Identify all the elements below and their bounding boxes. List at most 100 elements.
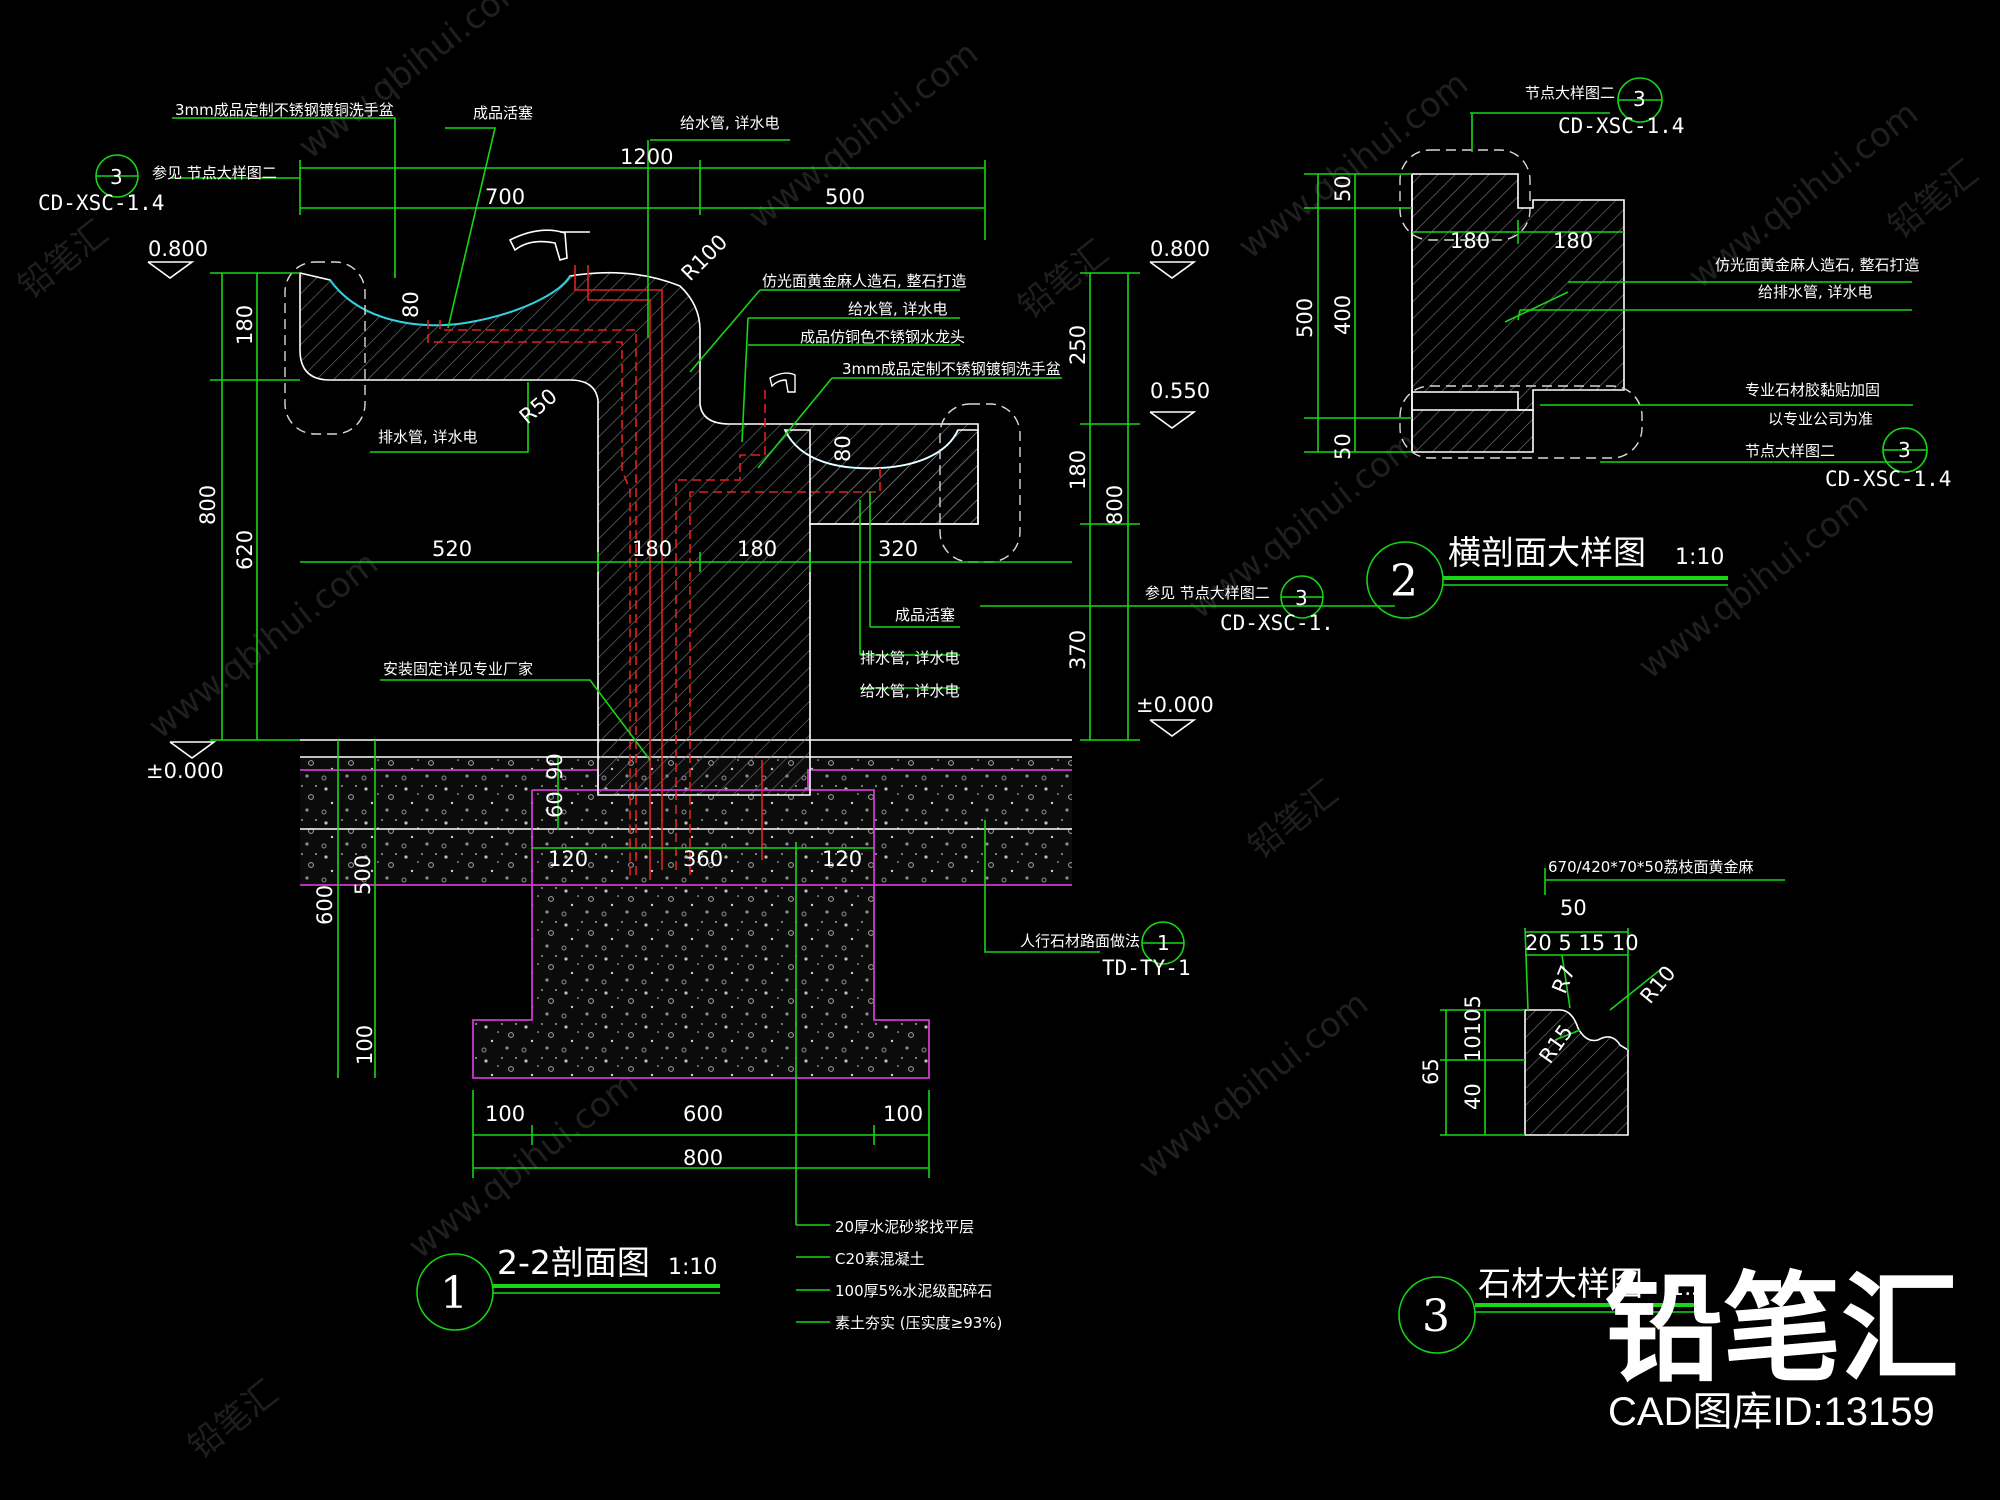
dim-f120a: 120	[548, 847, 588, 871]
pipe-supply-small	[675, 390, 766, 870]
dim-f120b: 120	[822, 847, 862, 871]
dim-f360: 360	[683, 847, 723, 871]
label-ref-code-1: CD-XSC-1.4	[38, 191, 164, 215]
label-plug-top: 成品活塞	[473, 104, 533, 122]
label-basin-small: 3mm成品定制不锈钢镀铜洗手盆	[842, 360, 1061, 378]
label-ref-prefix: 参见 节点大样图二	[152, 164, 277, 182]
dim-left-180: 180	[233, 305, 257, 345]
ref-num-1: 3	[110, 165, 123, 189]
dim-sd-parts: 20 5 15 10	[1525, 931, 1639, 955]
watermark-layer: www.qbihui.com www.qbihui.com www.qbihui…	[11, 0, 1986, 1467]
dim-sd-r7: R7	[1547, 962, 1580, 997]
section-1-scale: 1:10	[668, 1255, 717, 1280]
pipe-supply-big	[587, 265, 651, 880]
dim-cs-180b: 180	[1553, 229, 1593, 253]
watermark-brand-2: 铅笔汇	[1011, 233, 1116, 327]
watermark-url-5: www.qbihui.com	[141, 543, 386, 747]
dim-left-800: 800	[196, 485, 220, 525]
node-top-num: 3	[1633, 87, 1646, 111]
level-top-left: 0.800	[148, 237, 208, 261]
label-supply-top: 给水管, 详水电	[680, 114, 780, 132]
label-stone-main: 仿光面黄金麻人造石, 整石打造	[762, 272, 967, 290]
dim-mid-180b: 180	[737, 537, 777, 561]
dim-b100a: 100	[485, 1102, 525, 1126]
watermark-brand-5: 铅笔汇	[181, 1373, 286, 1467]
pipe-drain-big	[427, 320, 631, 880]
stone-curb-profile	[1524, 1009, 1629, 1136]
dim-cs-50a: 50	[1331, 175, 1355, 202]
dim-mid-320: 320	[878, 537, 918, 561]
dim-bowl-big: 80	[399, 291, 423, 318]
dim-mid-180a: 180	[632, 537, 672, 561]
dim-cs-400: 400	[1331, 295, 1355, 335]
node-outline-top	[1399, 149, 1531, 241]
stone-spec: 670/420*70*50荔枝面黄金麻	[1548, 858, 1754, 876]
section-2-scale: 1:10	[1675, 545, 1724, 570]
dim-right-180: 180	[1066, 450, 1090, 490]
node-bot-num: 3	[1898, 438, 1911, 462]
label-paving-code: TD-TY-1	[1102, 956, 1191, 980]
section-1-leaders	[170, 117, 1395, 1323]
dim-left-620: 620	[233, 530, 257, 570]
label-drain-left: 排水管, 详水电	[378, 428, 478, 446]
label-plug-low: 成品活塞	[895, 606, 955, 624]
label-faucet: 成品仿铜色不锈钢水龙头	[800, 328, 965, 346]
brand-logo: 铅笔汇 CAD图库ID:13159	[1605, 1260, 1959, 1434]
layer-3: 100厚5%水泥级配碎石	[835, 1282, 992, 1300]
section-1-circle	[416, 1253, 494, 1331]
label-supply-low: 给水管, 详水电	[860, 682, 960, 700]
pipe-drain-big-2	[439, 320, 637, 880]
section-3-circle	[1398, 1276, 1476, 1354]
dim-mid-520: 520	[432, 537, 472, 561]
faucet-big	[508, 229, 568, 261]
pipe-drain-small	[689, 468, 881, 880]
footing-base	[473, 1020, 929, 1078]
label-cross-pipes: 给排水管, 详水电	[1758, 283, 1873, 301]
level-mid-right: 0.550	[1150, 379, 1210, 403]
stone-body	[299, 271, 979, 796]
cross-section-body	[1411, 173, 1625, 452]
section-2-drawing: 节点大样图二 3 CD-XSC-1.4 仿光面黄金麻人造石, 整石打造 给排水管…	[1293, 77, 1951, 619]
watermark-brand-1: 铅笔汇	[11, 213, 116, 307]
dim-b100b: 100	[883, 1102, 923, 1126]
label-cross-glue: 专业石材胶黏贴加固	[1745, 381, 1880, 399]
dim-cs-180a: 180	[1450, 229, 1490, 253]
watermark-brand-4: 铅笔汇	[1241, 773, 1346, 867]
big-basin	[329, 275, 571, 327]
pipe-supply-big-2	[574, 265, 663, 870]
node-outline-right	[939, 403, 1021, 563]
level-markers	[147, 261, 1197, 759]
level-ground-left: ±0.000	[146, 759, 224, 783]
dim-f500: 500	[351, 855, 375, 895]
label-cross-company: 以专业公司为准	[1768, 410, 1873, 428]
dim-sd-40: 40	[1461, 1083, 1485, 1110]
dim-cs-50b: 50	[1331, 433, 1355, 460]
dim-total-top: 1200	[620, 145, 673, 169]
paving-ref-num: 1	[1157, 931, 1170, 955]
section-3-title: 石材大样图	[1478, 1264, 1643, 1303]
label-node-bot: 节点大样图二	[1745, 442, 1835, 460]
dim-bowl-small: 80	[831, 435, 855, 462]
dim-right-370: 370	[1066, 630, 1090, 670]
dim-f60: 60	[543, 791, 567, 818]
layer-1: 20厚水泥砂浆找平层	[835, 1218, 974, 1236]
section-1-number: 1	[440, 1268, 468, 1319]
label-install: 安装固定详见专业厂家	[383, 660, 533, 678]
watermark-url-9: www.qbihui.com	[1131, 983, 1376, 1187]
watermark-brand-3: 铅笔汇	[1881, 153, 1986, 247]
small-basin-body	[783, 429, 979, 525]
layer-4: 素土夯实 (压实度≥93%)	[835, 1314, 1002, 1332]
faucet-small	[769, 372, 796, 393]
section-2-title: 横剖面大样图	[1448, 533, 1646, 572]
section-2-number: 2	[1390, 556, 1418, 607]
dim-cs-500: 500	[1293, 298, 1317, 338]
label-ref-code-2: CD-XSC-1.	[1220, 611, 1334, 635]
label-supply-mid: 给水管, 详水电	[848, 300, 948, 318]
label-basin-big: 3mm成品定制不锈钢镀铜洗手盆	[175, 101, 394, 119]
dim-r50: R50	[515, 384, 562, 429]
label-node-top: 节点大样图二	[1525, 84, 1615, 102]
dim-r100: R100	[677, 230, 733, 286]
footing-column	[532, 790, 874, 1020]
logo-text: 铅笔汇	[1605, 1260, 1959, 1398]
